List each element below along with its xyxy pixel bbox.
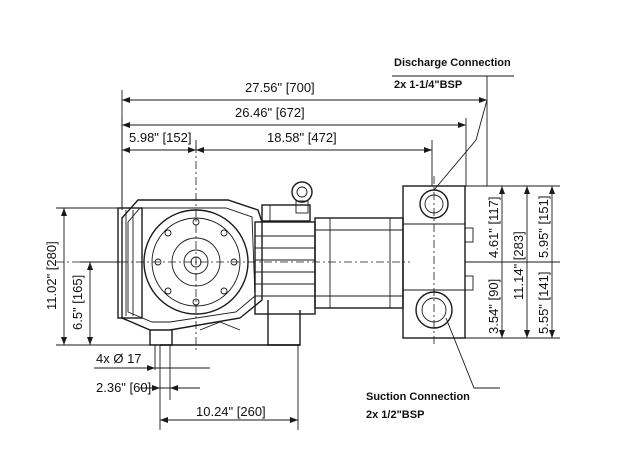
left-offset-label: 5.98" [152] bbox=[129, 130, 191, 145]
manifold-upper-label: 4.61" [117] bbox=[486, 197, 501, 258]
right-lower-label: 5.55" [141] bbox=[536, 272, 551, 334]
hole-spec-label: 4x Ø 17 bbox=[96, 351, 142, 366]
body-length-label: 26.46" [672] bbox=[235, 105, 305, 120]
total-height-label: 11.02" [280] bbox=[44, 241, 59, 310]
center-lines bbox=[56, 145, 435, 352]
base-to-center-label: 6.5" [165] bbox=[70, 275, 85, 330]
right-upper-label: 5.95" [151] bbox=[536, 196, 551, 258]
discharge-title: Discharge Connection bbox=[394, 57, 511, 69]
motor-length-label: 18.58" [472] bbox=[267, 130, 337, 145]
manifold-total-label: 11.14" [283] bbox=[511, 231, 526, 300]
foot-spacing-label: 10.24" [260] bbox=[196, 404, 266, 419]
extension-lines bbox=[56, 90, 560, 430]
suction-spec: 2x 1/2"BSP bbox=[366, 409, 424, 421]
discharge-spec: 2x 1-1/4"BSP bbox=[394, 79, 462, 91]
dimension-labels: 27.56" [700] 26.46" [672] 5.98" [152] 18… bbox=[44, 57, 551, 421]
manifold-lower-label: 3.54" [90] bbox=[486, 279, 501, 334]
hole-offset-label: 2.36" [60] bbox=[96, 380, 151, 395]
overall-length-label: 27.56" [700] bbox=[245, 80, 315, 95]
dimension-lines bbox=[61, 75, 555, 423]
pump-outline bbox=[117, 181, 474, 346]
suction-title: Suction Connection bbox=[366, 391, 470, 403]
